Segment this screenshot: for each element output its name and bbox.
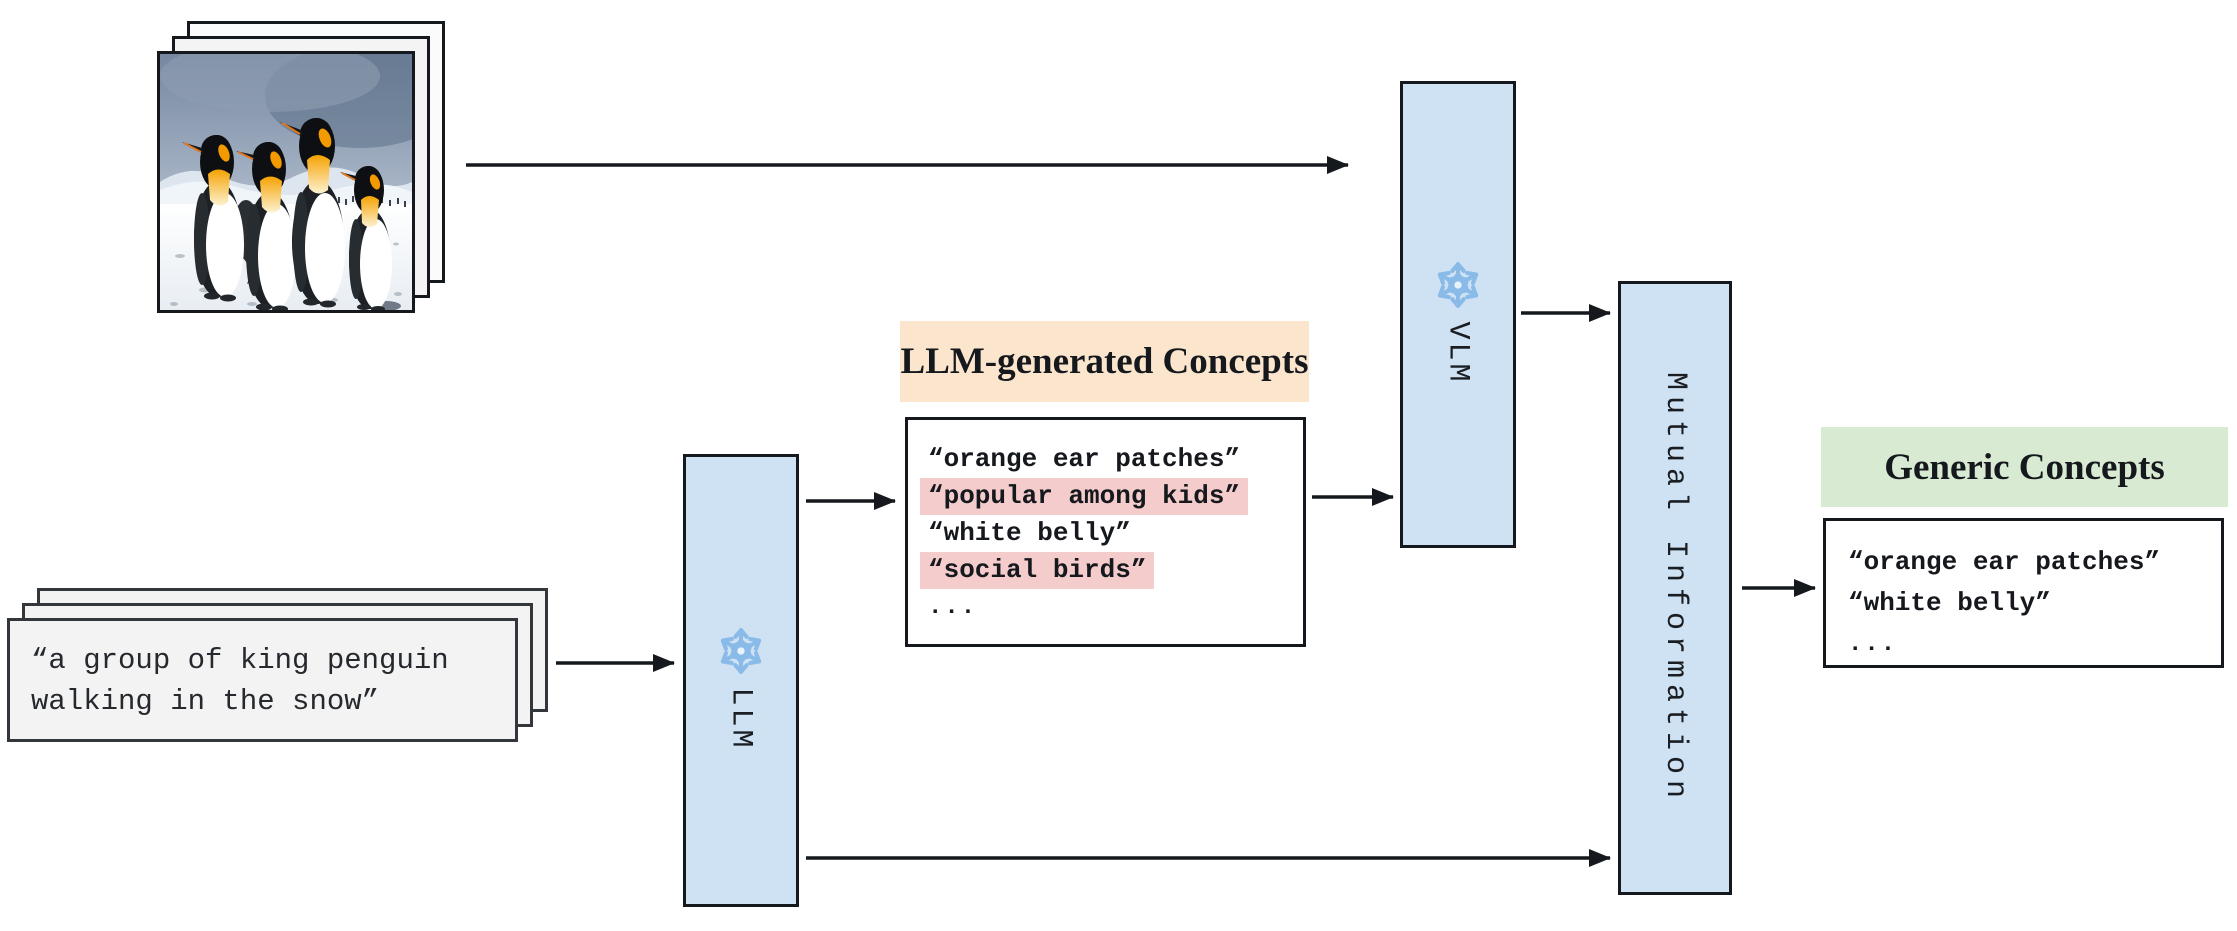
caption-line-2: walking in the snow” bbox=[31, 685, 380, 718]
mutual-information-label: Mutual Information bbox=[1658, 371, 1692, 805]
generic-concepts-title: Generic Concepts bbox=[1884, 446, 2165, 488]
snowflake-icon bbox=[1433, 260, 1483, 310]
penguin-1 bbox=[182, 135, 244, 302]
concept-text: “white belly” bbox=[1848, 588, 2051, 618]
penguin-4 bbox=[340, 166, 392, 310]
concept-item: “popular among kids” bbox=[920, 478, 1303, 515]
llm-concepts-title: LLM-generated Concepts bbox=[900, 341, 1309, 382]
concept-item: “white belly” bbox=[1848, 588, 2221, 619]
concept-item: “social birds” bbox=[920, 552, 1303, 589]
penguin-3 bbox=[280, 118, 345, 308]
vlm-label: VLM bbox=[1440, 320, 1475, 385]
concept-item: “orange ear patches” bbox=[928, 444, 1303, 475]
llm-label: LLM bbox=[723, 686, 758, 751]
snowflake-icon bbox=[716, 626, 766, 676]
llm-concepts-header: LLM-generated Concepts bbox=[900, 321, 1309, 402]
concept-item: “white belly” bbox=[928, 518, 1303, 549]
concept-text: “orange ear patches” bbox=[928, 444, 1241, 474]
concept-text: ... bbox=[928, 594, 978, 621]
penguin-image bbox=[160, 54, 412, 310]
generic-concepts-header: Generic Concepts bbox=[1821, 427, 2228, 507]
concept-text-highlighted: “popular among kids” bbox=[920, 478, 1249, 515]
concept-text-highlighted: “social birds” bbox=[920, 552, 1155, 589]
concept-text: “orange ear patches” bbox=[1848, 547, 2161, 577]
concept-item-ellipsis: ... bbox=[928, 592, 1303, 623]
concept-item-ellipsis: ... bbox=[1848, 629, 2221, 660]
caption-card: “a group of king penguin walking in the … bbox=[7, 618, 518, 742]
llm-concepts-box: “orange ear patches” “popular among kids… bbox=[905, 417, 1306, 647]
vlm-box: VLM bbox=[1400, 81, 1516, 548]
generic-concepts-box: “orange ear patches” “white belly” ... bbox=[1823, 518, 2224, 668]
llm-box: LLM bbox=[683, 454, 799, 907]
caption-line-1: “a group of king penguin bbox=[31, 644, 449, 677]
mutual-information-box: Mutual Information bbox=[1618, 281, 1732, 895]
caption-text: “a group of king penguin walking in the … bbox=[10, 621, 515, 722]
concept-text: ... bbox=[1848, 631, 1898, 658]
penguin-photo bbox=[157, 51, 415, 313]
concept-item: “orange ear patches” bbox=[1848, 547, 2221, 578]
penguin-2 bbox=[236, 142, 296, 310]
concept-text: “white belly” bbox=[928, 518, 1131, 548]
